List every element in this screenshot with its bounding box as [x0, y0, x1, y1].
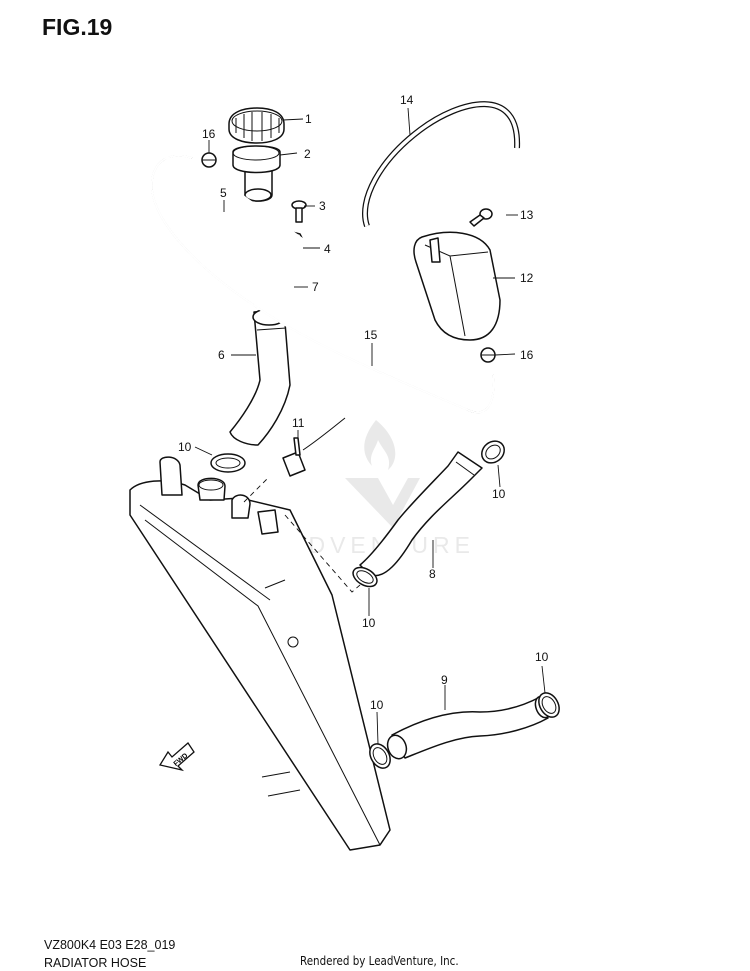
watermark-flame-icon — [364, 420, 396, 470]
callout-16-upper: 16 — [202, 127, 216, 141]
callout-2: 2 — [304, 147, 311, 161]
footer-figure-name: RADIATOR HOSE — [44, 956, 147, 970]
radiator-cap — [228, 107, 285, 144]
hose-clamp-10-right — [481, 440, 505, 464]
hose-8 — [359, 451, 483, 577]
figure-title: FIG.19 — [42, 14, 113, 40]
leader-lines — [194, 107, 546, 745]
callout-10-right: 10 — [492, 487, 506, 501]
screw-3 — [291, 200, 307, 223]
callout-9: 9 — [441, 673, 448, 687]
bolt-13 — [469, 208, 493, 227]
callout-11: 11 — [292, 416, 305, 430]
callout-13: 13 — [520, 208, 534, 222]
hose-clamp-10-lower-right — [538, 692, 560, 718]
hose-clamp-10-middle — [352, 566, 378, 588]
callout-10-lower-right: 10 — [535, 650, 549, 664]
hose-clamp-10-lower-left — [369, 743, 391, 769]
hose-9 — [386, 695, 552, 760]
callout-10-middle: 10 — [362, 616, 376, 630]
callout-10-upper: 10 — [178, 440, 192, 454]
overflow-hose-15 — [150, 154, 495, 414]
callout-3: 3 — [319, 199, 326, 213]
callout-7: 7 — [312, 280, 319, 294]
callout-5: 5 — [220, 186, 227, 200]
callout-15: 15 — [364, 328, 378, 342]
callout-6: 6 — [218, 348, 225, 362]
thermo-switch-11 — [282, 417, 346, 477]
callout-8: 8 — [429, 567, 436, 581]
clip-16-upper — [201, 152, 217, 168]
callout-12: 12 — [520, 271, 534, 285]
forward-arrow: FWD — [158, 742, 195, 772]
filler-neck — [232, 145, 281, 202]
callout-4: 4 — [324, 242, 331, 256]
radiator — [129, 456, 391, 851]
footer-credit: Rendered by LeadVenture, Inc. — [300, 954, 459, 968]
callout-1: 1 — [305, 112, 312, 126]
breather-hose-14 — [362, 101, 521, 227]
upper-hose-6 — [229, 308, 291, 446]
clip-16-lower — [480, 347, 496, 363]
footer-model-code: VZ800K4 E03 E28_019 — [44, 938, 176, 952]
hose-clamp-10-upper — [210, 453, 246, 473]
reservoir-tank-12 — [413, 231, 501, 341]
watermark-v-icon — [345, 478, 420, 528]
callout-10-lower-left: 10 — [370, 698, 384, 712]
callout-16-lower: 16 — [520, 348, 534, 362]
forward-arrow-icon — [158, 742, 195, 772]
callout-14: 14 — [400, 93, 414, 107]
